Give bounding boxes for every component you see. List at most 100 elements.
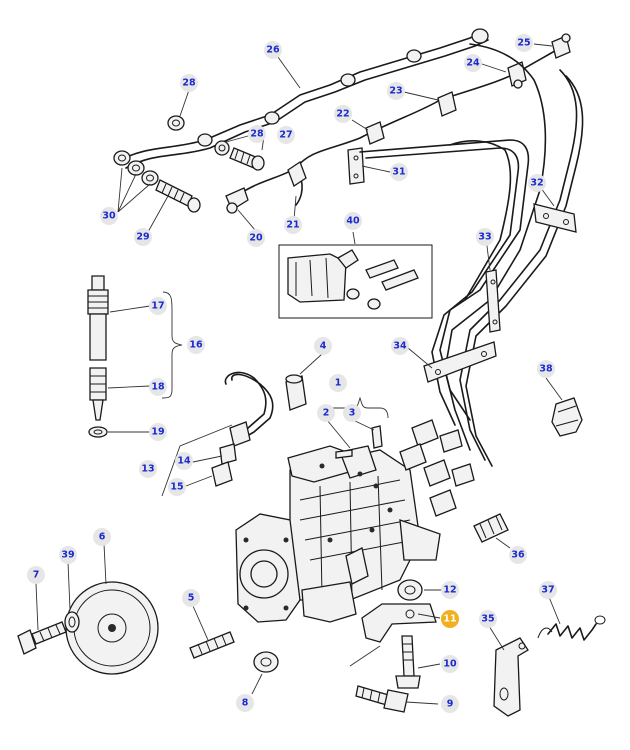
callout-2[interactable]: 2 [317,404,335,422]
injection-pump-body [235,445,441,623]
bracket-35 [493,637,529,717]
svg-text:37: 37 [541,585,554,596]
svg-text:18: 18 [151,382,165,393]
banjo-bolt-29 [155,179,201,213]
callout-35[interactable]: 35 [479,610,497,628]
washer-39 [64,611,80,633]
callout-30[interactable]: 30 [100,207,118,225]
callout-11-highlighted[interactable]: 11 [441,610,459,628]
callout-6[interactable]: 6 [93,528,111,546]
callout-24[interactable]: 24 [464,54,482,72]
callout-40[interactable]: 40 [344,212,362,230]
svg-text:26: 26 [266,45,280,56]
leader-9 [349,645,381,667]
svg-text:23: 23 [389,86,402,97]
fitting-23 [437,91,457,117]
svg-text:28: 28 [182,78,196,89]
sealing-washer-28 [167,115,185,131]
callout-29[interactable]: 29 [134,228,152,246]
callout-1[interactable]: 1 [329,374,347,392]
svg-text:10: 10 [443,659,457,670]
svg-text:22: 22 [336,109,349,120]
svg-text:36: 36 [511,550,525,561]
svg-text:17: 17 [151,301,164,312]
bracket-13 [161,424,233,497]
svg-text:15: 15 [170,482,183,493]
callout-39[interactable]: 39 [59,546,77,564]
callout-21[interactable]: 21 [284,216,302,234]
callout-28-top[interactable]: 28 [180,74,198,92]
callout-17[interactable]: 17 [149,297,167,315]
drive-gear-6 [65,581,159,675]
fitting-22 [365,121,385,145]
svg-text:3: 3 [349,408,356,419]
svg-text:4: 4 [320,341,327,352]
callout-12[interactable]: 12 [441,581,459,599]
svg-text:40: 40 [346,216,360,227]
callout-14[interactable]: 14 [175,452,193,470]
callout-15[interactable]: 15 [168,478,186,496]
callout-37[interactable]: 37 [539,581,557,599]
callout-36[interactable]: 36 [509,546,527,564]
callout-22[interactable]: 22 [334,105,352,123]
callout-34[interactable]: 34 [391,337,409,355]
banjo-bolt-27 [229,147,265,171]
callout-25[interactable]: 25 [515,34,533,52]
injector-pipe-26 [119,28,489,169]
callout-16[interactable]: 16 [187,336,205,354]
stud-5 [189,631,235,659]
svg-text:30: 30 [102,211,116,222]
callout-31[interactable]: 31 [390,163,408,181]
solenoid-38 [551,397,583,437]
callout-20[interactable]: 20 [247,229,265,247]
high-pressure-pipes [359,43,584,467]
bolt-7 [17,621,67,655]
callout-27[interactable]: 27 [277,126,295,144]
svg-text:29: 29 [136,232,149,243]
callout-9[interactable]: 9 [441,695,459,713]
spring-37 [537,615,606,641]
callout-4[interactable]: 4 [314,337,332,355]
callout-26[interactable]: 26 [264,41,282,59]
callout-13[interactable]: 13 [139,460,157,478]
callout-33[interactable]: 33 [476,228,494,246]
svg-text:31: 31 [392,167,405,178]
callout-28-right[interactable]: 28 [248,125,266,143]
svg-text:39: 39 [61,550,74,561]
fitting-24 [507,61,527,89]
callout-5[interactable]: 5 [182,589,200,607]
pipe-clamp-33 [485,269,501,333]
fitting-21 [287,161,307,187]
callout-32[interactable]: 32 [528,174,546,192]
callout-3[interactable]: 3 [343,404,361,422]
bracket-16 [161,291,183,399]
cap-4 [285,374,307,411]
svg-text:24: 24 [466,58,480,69]
svg-text:12: 12 [443,585,456,596]
bolt-9 [355,685,409,713]
callout-7[interactable]: 7 [27,566,45,584]
callout-10[interactable]: 10 [441,655,459,673]
svg-text:35: 35 [481,614,494,625]
svg-text:11: 11 [443,614,456,625]
bolt-10 [395,635,421,689]
callout-18[interactable]: 18 [149,378,167,396]
callout-23[interactable]: 23 [387,82,405,100]
callout-19[interactable]: 19 [149,423,167,441]
svg-text:20: 20 [249,233,263,244]
callout-8[interactable]: 8 [236,694,254,712]
leader-lines [35,43,563,705]
injector-assembly-16 [87,275,109,438]
svg-text:13: 13 [141,464,154,475]
sensor-36 [473,513,509,543]
svg-text:27: 27 [279,130,292,141]
svg-text:19: 19 [151,427,164,438]
svg-text:7: 7 [33,570,40,581]
sealing-washers-30 [113,150,159,186]
nut-8 [253,651,279,673]
pipe-clamp-34 [423,341,497,383]
svg-text:33: 33 [478,232,491,243]
banjo-fitting-20 [225,187,249,214]
callout-38[interactable]: 38 [537,360,555,378]
svg-text:32: 32 [530,178,543,189]
